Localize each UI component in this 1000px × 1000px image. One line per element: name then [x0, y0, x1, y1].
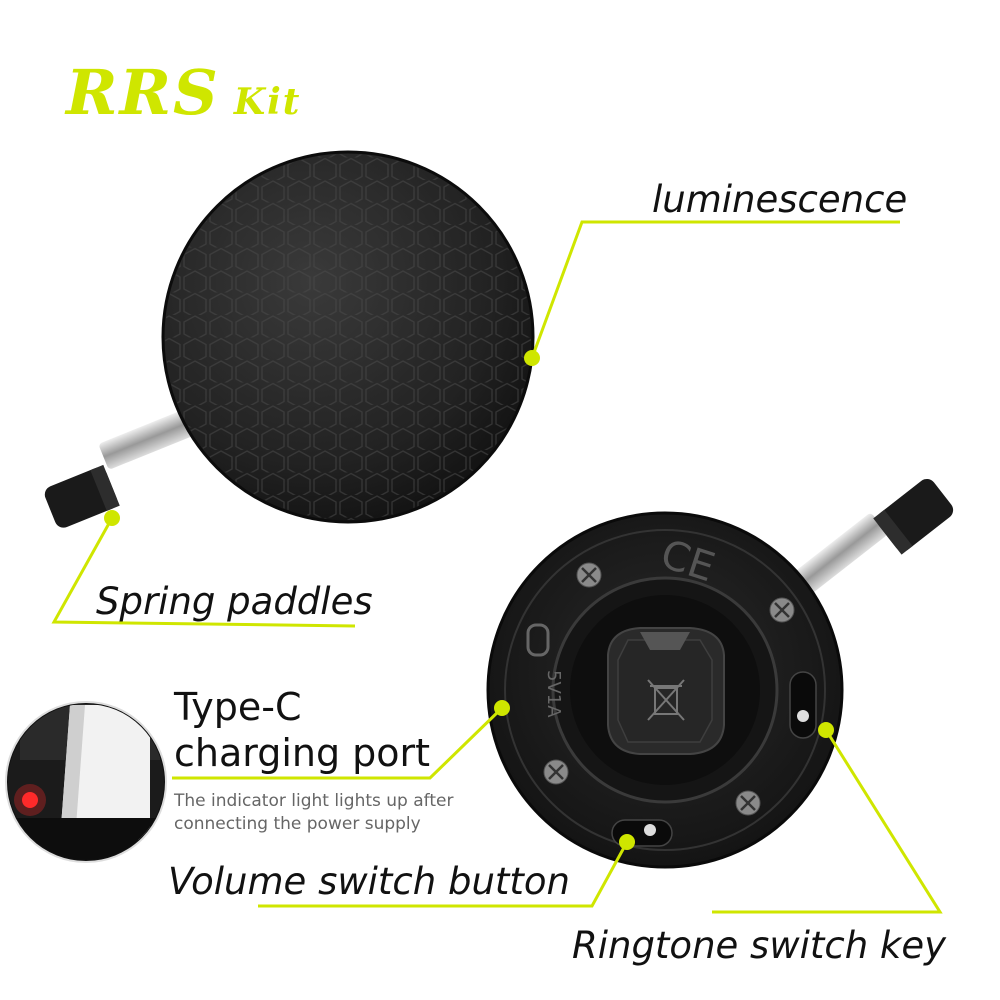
label-type-c-line1: Type-C — [174, 685, 302, 729]
callouts — [51, 220, 943, 914]
label-spring-paddles: Spring paddles — [96, 580, 373, 623]
brand-name: RRS — [66, 56, 220, 129]
label-type-c: Type-C charging port — [174, 684, 430, 776]
desc-line2: connecting the power supply — [174, 814, 421, 834]
label-ringtone-switch: Ringtone switch key — [572, 924, 947, 967]
label-indicator-description: The indicator light lights up after conn… — [174, 790, 453, 836]
bell-base: CE 5V1A — [486, 511, 844, 869]
top-spring-paddle — [44, 409, 196, 528]
callout-dots — [104, 350, 834, 850]
brand-suffix: Kit — [233, 81, 302, 123]
rating-mark: 5V1A — [543, 670, 564, 718]
bell-dome — [161, 150, 535, 524]
desc-line1: The indicator light lights up after — [174, 791, 454, 811]
label-volume-switch: Volume switch button — [168, 860, 570, 903]
charging-inset — [5, 701, 167, 863]
label-type-c-line2: charging port — [174, 731, 431, 775]
label-luminescence: luminescence — [652, 178, 908, 221]
brand-logo: RRS Kit — [66, 56, 301, 129]
